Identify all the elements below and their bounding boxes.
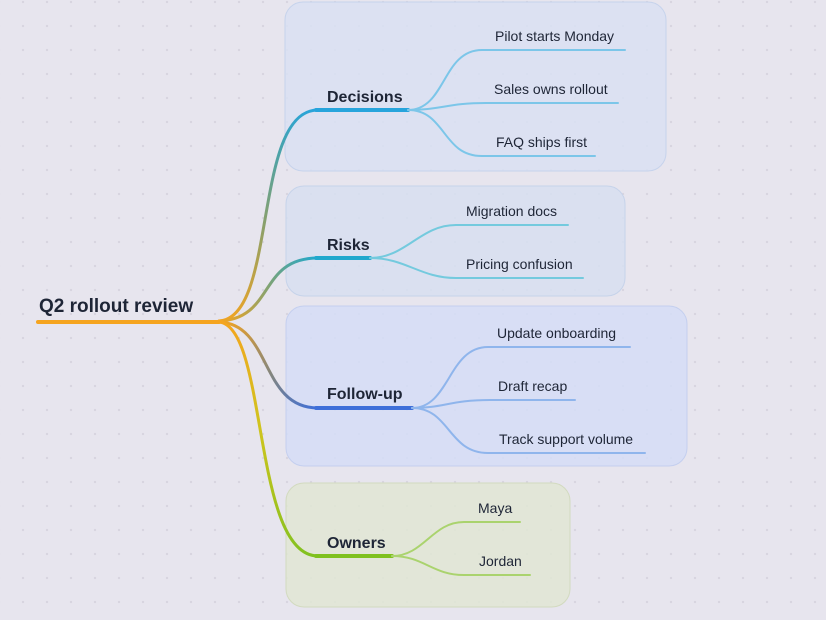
- child-label-maya[interactable]: Maya: [478, 500, 513, 516]
- child-connector-sales-owns-rollout: [407, 102, 619, 111]
- child-connector-maya: [391, 521, 521, 557]
- child-label-draft-recap[interactable]: Draft recap: [498, 378, 568, 394]
- branch-label-followup[interactable]: Follow-up: [327, 386, 403, 403]
- child-label-migration-docs[interactable]: Migration docs: [466, 203, 558, 219]
- group-box-risks[interactable]: [285, 185, 626, 297]
- child-connector-pilot-starts-monday: [407, 49, 626, 111]
- child-label-pilot-starts-monday[interactable]: Pilot starts Monday: [495, 28, 615, 44]
- root-node-label[interactable]: Q2 rollout review: [39, 296, 194, 317]
- child-connector-track-support-volume: [411, 407, 646, 454]
- child-label-track-support-volume[interactable]: Track support volume: [499, 431, 634, 447]
- child-connector-migration-docs: [369, 224, 569, 259]
- child-label-update-onboarding[interactable]: Update onboarding: [497, 325, 617, 341]
- branch-label-decisions[interactable]: Decisions: [327, 89, 403, 106]
- child-connector-jordan: [391, 555, 531, 576]
- child-label-pricing-confusion[interactable]: Pricing confusion: [466, 256, 573, 272]
- child-connector-faq-ships-first: [407, 109, 596, 157]
- child-label-faq-ships-first[interactable]: FAQ ships first: [496, 134, 588, 150]
- group-box-decisions[interactable]: [284, 1, 667, 172]
- branch-label-risks[interactable]: Risks: [327, 237, 370, 254]
- branch-curve-risks: [217, 256, 320, 323]
- child-connector-update-onboarding: [411, 346, 631, 409]
- branch-label-owners[interactable]: Owners: [327, 535, 386, 552]
- child-label-sales-owns-rollout[interactable]: Sales owns rollout: [494, 81, 608, 97]
- branch-curve-followup: [217, 320, 320, 410]
- child-connector-pricing-confusion: [369, 257, 584, 279]
- child-connector-draft-recap: [411, 399, 576, 409]
- child-label-jordan[interactable]: Jordan: [479, 553, 522, 569]
- branch-curve-decisions: [217, 108, 320, 323]
- branch-curve-owners: [217, 320, 320, 558]
